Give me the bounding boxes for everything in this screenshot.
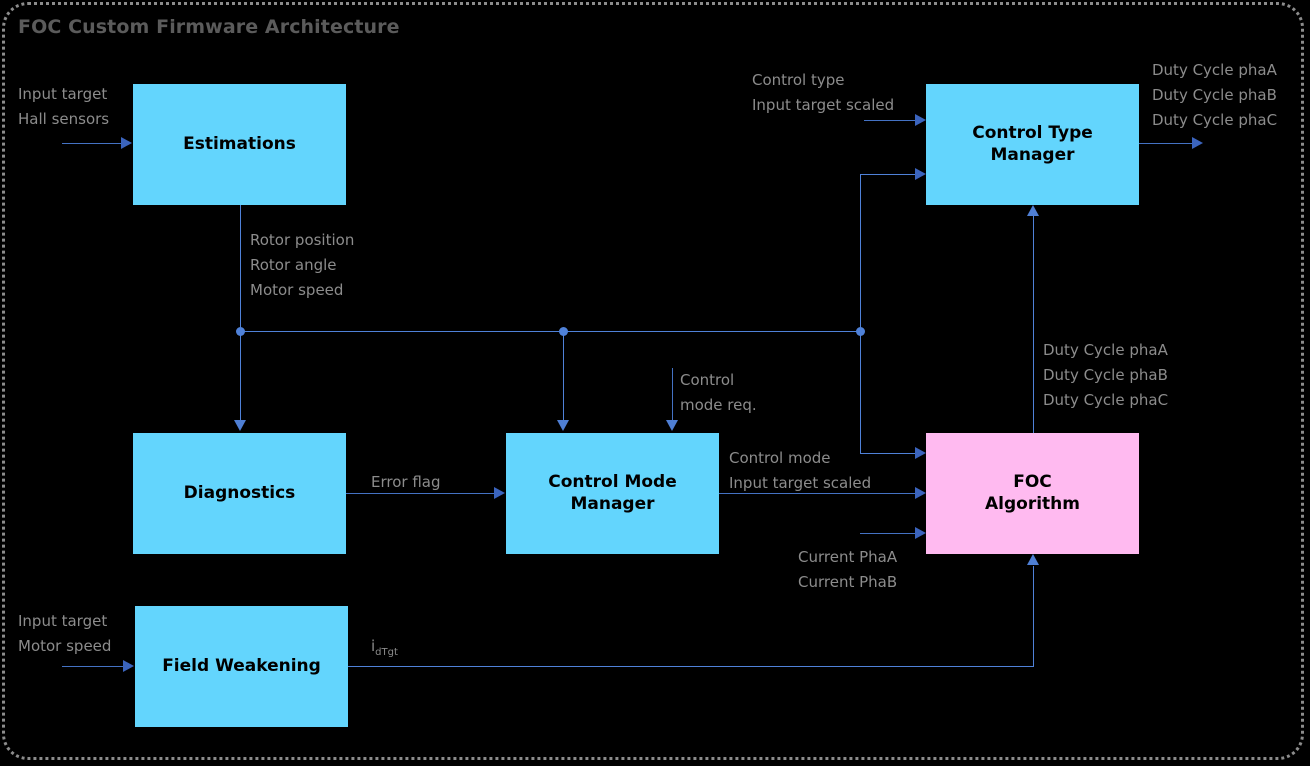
wire-current-phases xyxy=(860,533,917,534)
wire-into-control-type-lower xyxy=(860,174,918,175)
wire-foc-to-control-type xyxy=(1033,216,1034,433)
label-duty-cycle-feedback: Duty Cycle phaA Duty Cycle phaB Duty Cyc… xyxy=(1043,341,1169,409)
block-diagnostics[interactable]: Diagnostics xyxy=(133,433,346,554)
wire-id-target xyxy=(348,666,1034,667)
block-field-weakening[interactable]: Field Weakening xyxy=(135,606,348,727)
arrowhead-control-type-input-upper xyxy=(915,114,926,126)
label-error-flag: Error flag xyxy=(371,473,441,491)
label-field-weakening-input: Input target Motor speed xyxy=(18,612,112,655)
label-control-mode-output: Control mode Input target scaled xyxy=(729,449,872,492)
arrowhead-foc-input-top xyxy=(915,447,926,459)
block-control-type-manager[interactable]: Control Type Manager xyxy=(926,84,1139,205)
wire-into-foc-top xyxy=(860,453,918,454)
arrowhead-foc-input-currents xyxy=(915,527,926,539)
label-id-target-main: i xyxy=(371,637,376,655)
wire-control-mode-req xyxy=(672,368,673,421)
label-control-type-output: Duty Cycle phaA Duty Cycle phaB Duty Cyc… xyxy=(1152,61,1278,129)
arrowhead-foc-input-middle xyxy=(915,487,926,499)
arrowhead-estimations-input xyxy=(121,137,132,149)
block-control-mode-manager[interactable]: Control Mode Manager xyxy=(506,433,719,554)
arrowhead-diagnostics-input xyxy=(234,420,246,431)
block-diagnostics-label: Diagnostics xyxy=(183,482,296,503)
label-id-target-subscript: dTgt xyxy=(375,647,398,658)
wire-error-flag xyxy=(346,493,497,494)
arrowhead-control-mode-input-top xyxy=(557,420,569,431)
label-estimations-output: Rotor position Rotor angle Motor speed xyxy=(250,231,355,299)
wire-bus-to-control-mode xyxy=(563,331,564,421)
block-control-mode-manager-label: Control Mode Manager xyxy=(548,471,677,514)
wire-bus-down-foc xyxy=(860,331,861,454)
block-estimations-label: Estimations xyxy=(183,133,296,154)
label-id-target: idTgt xyxy=(371,634,398,662)
wire-bus-up-control-type xyxy=(860,174,861,332)
wire-id-target-up xyxy=(1033,566,1034,667)
arrowhead-control-type-input-bottom xyxy=(1027,205,1039,216)
arrowhead-control-type-output xyxy=(1192,137,1203,149)
block-field-weakening-label: Field Weakening xyxy=(162,655,321,676)
wire-field-weakening-input xyxy=(62,666,126,667)
wire-estimations-down xyxy=(240,205,241,332)
wire-bus-to-diagnostics xyxy=(240,331,241,421)
wire-control-mode-output xyxy=(719,493,917,494)
block-foc-algorithm[interactable]: FOC Algorithm xyxy=(926,433,1139,554)
wire-control-type-input xyxy=(864,120,918,121)
arrowhead-control-mode-error-flag xyxy=(494,487,505,499)
arrowhead-field-weakening-input xyxy=(123,660,134,672)
label-estimations-input: Input target Hall sensors xyxy=(18,85,110,128)
arrowhead-control-mode-req xyxy=(666,420,678,431)
arrowhead-control-type-input-lower xyxy=(915,168,926,180)
label-control-mode-req: Control mode req. xyxy=(680,371,757,414)
wire-estimations-input xyxy=(62,143,124,144)
label-current-phases: Current PhaA Current PhaB xyxy=(798,548,898,591)
page-title: FOC Custom Firmware Architecture xyxy=(18,16,400,38)
block-estimations[interactable]: Estimations xyxy=(133,84,346,205)
block-foc-algorithm-label: FOC Algorithm xyxy=(985,471,1080,514)
arrowhead-foc-input-bottom xyxy=(1027,554,1039,565)
label-control-type-input: Control type Input target scaled xyxy=(752,71,895,114)
wire-control-type-output xyxy=(1139,143,1196,144)
wire-main-bus xyxy=(240,331,861,332)
block-control-type-manager-label: Control Type Manager xyxy=(972,122,1093,165)
